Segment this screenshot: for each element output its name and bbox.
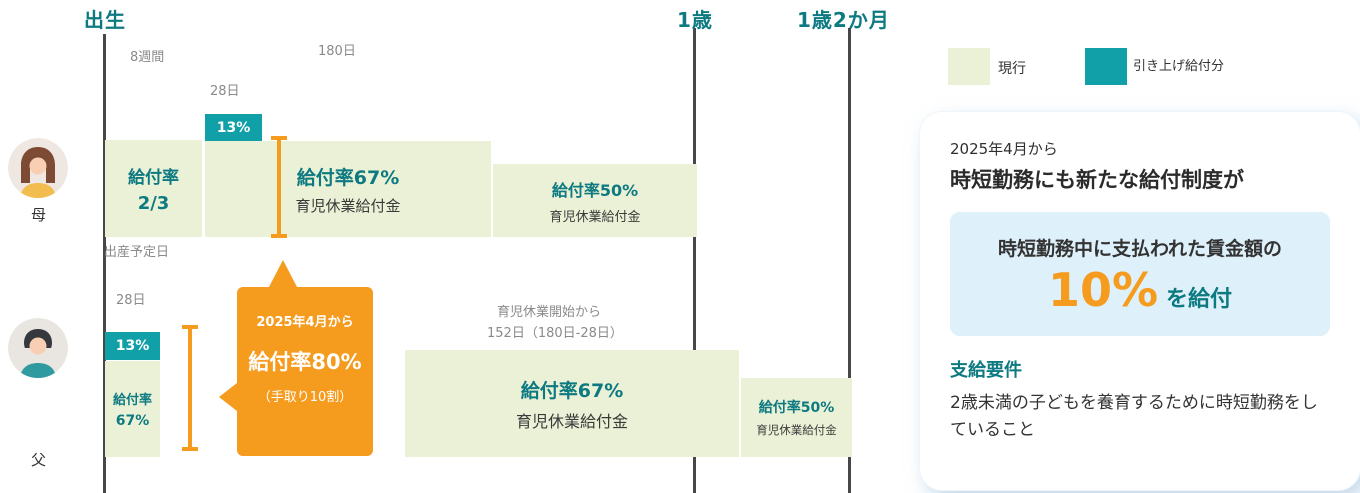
timeline-marker-age1: 1歳	[677, 8, 713, 32]
father-rate-67-first-label: 給付率	[112, 393, 152, 408]
label-8weeks: 8週間	[130, 50, 165, 65]
father-rate-67-first-value: 67%	[115, 413, 150, 429]
panel-percent-value: 10%	[1047, 263, 1159, 317]
label-leave-start-line2: 152日（180日-28日）	[487, 326, 623, 341]
panel-requirement-title: 支給要件	[950, 359, 1022, 381]
timeline-marker-age1-2m: 1歳2か月	[797, 8, 890, 32]
label-28days-father: 28日	[116, 293, 146, 308]
mother-highlight-bracket	[271, 136, 287, 238]
father-rate-67-box: 給付率67% 育児休業給付金	[405, 350, 739, 457]
father-rate-67-first-box: 給付率 67%	[105, 361, 160, 457]
father-highlight-bracket	[182, 325, 198, 451]
callout-arrow-left	[219, 383, 237, 411]
mother-rate-67-label: 給付率67%	[296, 166, 400, 189]
mother-rate-50-box: 給付率50% 育児休業給付金	[493, 164, 697, 237]
legend-raised-label: 引き上げ給付分	[1133, 59, 1225, 74]
panel-date: 2025年4月から	[950, 140, 1058, 158]
mother-rate-50-label: 給付率50%	[551, 180, 639, 200]
label-due-date: 出産予定日	[104, 245, 170, 260]
father-name-label: 父	[31, 451, 47, 469]
callout-sublabel: （手取り10割）	[257, 390, 353, 405]
timeline-line-age1	[693, 28, 696, 493]
callout-rate: 給付率80%	[248, 350, 362, 374]
label-28days-top: 28日	[210, 84, 240, 99]
mother-name-label: 母	[31, 206, 47, 224]
legend-raised-swatch	[1085, 48, 1127, 85]
callout-date: 2025年4月から	[256, 315, 354, 330]
callout-arrow-up	[269, 260, 297, 287]
panel-percent-row: 10% を給付	[958, 265, 1322, 316]
panel-highlight-box: 時短勤務中に支払われた賃金額の 10% を給付	[950, 212, 1330, 336]
timeline-marker-birth: 出生	[84, 8, 126, 32]
father-rate-50-sublabel: 育児休業給付金	[756, 423, 837, 437]
mother-rate-2-3-value: 2/3	[137, 193, 170, 214]
father-rate-67-sublabel: 育児休業給付金	[515, 411, 628, 431]
father-13percent-badge: 13%	[105, 332, 160, 360]
label-leave-start-line1: 育児休業開始から	[497, 305, 602, 320]
timeline-line-age1-2m	[848, 28, 851, 493]
mother-rate-2-3-label: 給付率	[128, 168, 179, 188]
mother-person-icon	[8, 138, 68, 198]
mother-rate-67-sublabel: 育児休業給付金	[295, 196, 401, 215]
legend-current-label: 現行	[998, 61, 1026, 77]
short-hours-benefit-panel: 2025年4月から 時短勤務にも新たな給付制度が 時短勤務中に支払われた賃金額の…	[920, 112, 1360, 490]
timeline-line-birth	[103, 34, 106, 493]
mother-avatar	[8, 138, 68, 198]
father-rate-67-label: 給付率67%	[520, 379, 624, 402]
legend-current-swatch	[948, 48, 990, 85]
rate-80-callout: 2025年4月から 給付率80% （手取り10割）	[237, 287, 373, 456]
panel-percent-suffix: を給付	[1166, 287, 1233, 312]
father-person-icon	[8, 318, 68, 378]
label-180days: 180日	[318, 44, 356, 59]
mother-rate-2-3-box: 給付率 2/3	[105, 140, 202, 237]
mother-rate-50-sublabel: 育児休業給付金	[549, 209, 641, 225]
father-avatar	[8, 318, 68, 378]
panel-title: 時短勤務にも新たな給付制度が	[950, 168, 1244, 192]
panel-highlight-text: 時短勤務中に支払われた賃金額の	[997, 238, 1283, 260]
mother-13percent-badge: 13%	[205, 114, 262, 141]
panel-requirement-text: 2歳未満の子どもを養育するために時短勤務をしていること	[950, 392, 1318, 440]
mother-rate-67-box: 給付率67% 育児休業給付金	[205, 141, 491, 237]
father-rate-50-box: 給付率50% 育児休業給付金	[741, 378, 852, 457]
father-rate-50-label: 給付率50%	[758, 400, 835, 416]
